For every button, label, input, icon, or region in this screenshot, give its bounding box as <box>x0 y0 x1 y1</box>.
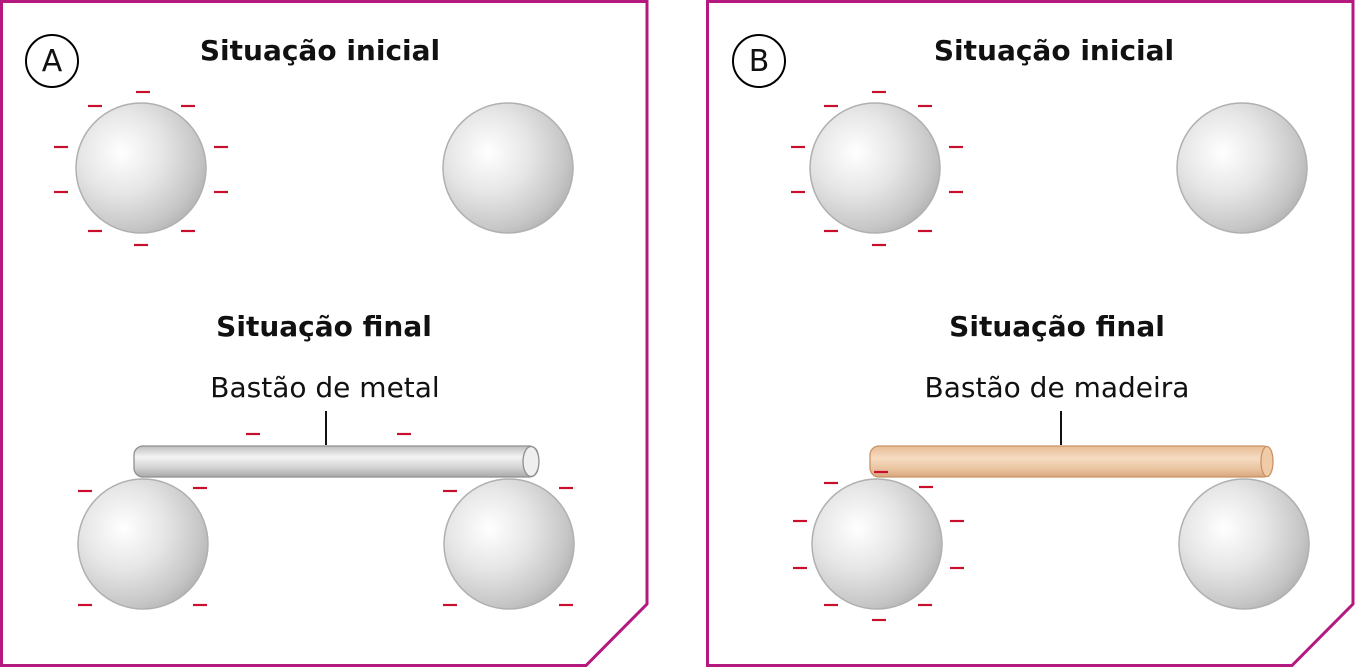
panel-b-drawing <box>791 90 1310 622</box>
panel-b-final-left-sphere <box>811 478 943 610</box>
panel-a-drawing <box>54 90 575 610</box>
panel-b-final-title: Situação final <box>949 310 1165 343</box>
panel-b-initial-neutral-sphere <box>1176 102 1308 234</box>
panel-a-initial-title: Situação inicial <box>199 34 441 67</box>
panel-a-frame <box>0 0 649 667</box>
panel-b-frame <box>706 0 1355 667</box>
panel-a-initial-charges <box>54 90 228 247</box>
panel-b: B Situação inicial Situação final Bastão… <box>706 0 1356 667</box>
panel-a-metal-rod <box>133 445 540 478</box>
panel-a-letter-badge: A <box>25 34 79 88</box>
panel-b-initial-charged-sphere <box>809 102 941 234</box>
panel-b-final-charges <box>793 470 964 622</box>
panel-b-rod-label: Bastão de madeira <box>924 371 1190 404</box>
panel-a-final-title: Situação final <box>216 310 432 343</box>
panel-b-wooden-rod <box>869 445 1274 478</box>
panel-b-final-right-sphere <box>1178 478 1310 610</box>
panel-b-initial-charges <box>791 90 963 247</box>
panel-b-initial-title: Situação inicial <box>933 34 1175 67</box>
panel-a: A Situação inicial Situação final Bastão… <box>0 0 650 667</box>
panel-a-initial-charged-sphere <box>75 102 207 234</box>
panel-a-rod-label: Bastão de metal <box>210 371 440 404</box>
panel-b-letter-badge: B <box>732 34 786 88</box>
panel-a-final-right-sphere <box>443 478 575 610</box>
panel-a-final-charges <box>78 432 573 607</box>
panel-a-initial-neutral-sphere <box>442 102 574 234</box>
panel-a-final-left-sphere <box>77 478 209 610</box>
